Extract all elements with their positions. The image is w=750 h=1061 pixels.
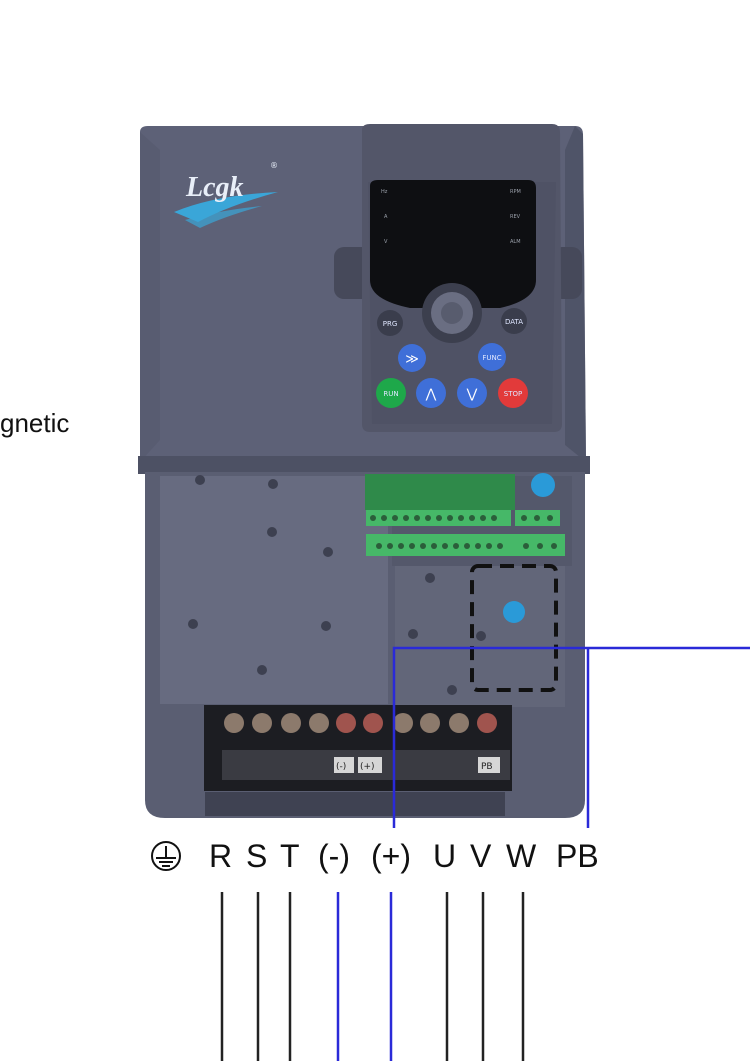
brand-logo: Lcgk ® bbox=[174, 161, 278, 228]
stop-button[interactable]: STOP bbox=[498, 378, 528, 408]
jog-dial[interactable] bbox=[422, 283, 482, 343]
terminal-label-t: T bbox=[280, 838, 300, 874]
lcd-indicator-v: V bbox=[384, 239, 388, 245]
terminal-label-w: W bbox=[506, 838, 537, 874]
data-button-label: DATA bbox=[505, 318, 523, 326]
prg-button-label: PRG bbox=[383, 320, 398, 328]
strip-label-minus: (-) bbox=[336, 762, 346, 772]
terminal-label-minus: (-) bbox=[318, 838, 350, 874]
screw-posts bbox=[188, 475, 486, 695]
terminal-label-pb: PB bbox=[556, 838, 599, 874]
brake-resistor-wires bbox=[392, 646, 750, 828]
up-button-label: ⋀ bbox=[425, 387, 437, 402]
lcd-display: Hz A V RPM REV ALM bbox=[370, 180, 536, 308]
stop-button-label: STOP bbox=[504, 390, 522, 398]
terminal-label-v: V bbox=[470, 838, 492, 874]
terminal-strip-markings: (-) (+) PB bbox=[334, 757, 500, 773]
strip-label-plus: (+) bbox=[360, 762, 375, 772]
registered-mark: ® bbox=[270, 161, 278, 170]
run-button[interactable]: RUN bbox=[376, 378, 406, 408]
lcd-indicator-a: A bbox=[384, 214, 388, 220]
power-terminal-screws bbox=[224, 713, 497, 733]
shift-button-label: ≫ bbox=[405, 352, 419, 367]
brake-unit-outline bbox=[470, 564, 558, 692]
run-button-label: RUN bbox=[383, 390, 398, 398]
down-button-label: ⋁ bbox=[466, 387, 478, 402]
lcd-indicator-hz: Hz bbox=[381, 189, 388, 195]
control-terminal-screws bbox=[370, 515, 557, 549]
prg-button[interactable]: PRG bbox=[377, 310, 403, 336]
side-label-text: gnetic bbox=[0, 408, 70, 438]
terminal-label-u: U bbox=[433, 838, 457, 874]
terminal-label-plus: (+) bbox=[371, 838, 411, 874]
strip-label-pb: PB bbox=[481, 762, 493, 772]
func-button-label: FUNC bbox=[482, 354, 501, 362]
lcd-indicator-rpm: RPM bbox=[510, 189, 521, 195]
lcd-indicator-rev: REV bbox=[510, 214, 521, 220]
terminal-label-s: S bbox=[246, 838, 268, 874]
ground-icon bbox=[151, 841, 181, 871]
brand-logo-text: Lcgk bbox=[185, 172, 244, 203]
up-button[interactable]: ⋀ bbox=[416, 378, 446, 408]
bottom-vents bbox=[205, 792, 505, 816]
terminal-label-r: R bbox=[209, 838, 233, 874]
lcd-indicator-alm: ALM bbox=[510, 239, 521, 245]
down-button[interactable]: ⋁ bbox=[457, 378, 487, 408]
func-button[interactable]: FUNC bbox=[478, 343, 506, 371]
control-board bbox=[365, 473, 565, 556]
terminal-wires bbox=[220, 892, 525, 1061]
data-button[interactable]: DATA bbox=[501, 308, 527, 334]
shift-button[interactable]: ≫ bbox=[398, 344, 426, 372]
